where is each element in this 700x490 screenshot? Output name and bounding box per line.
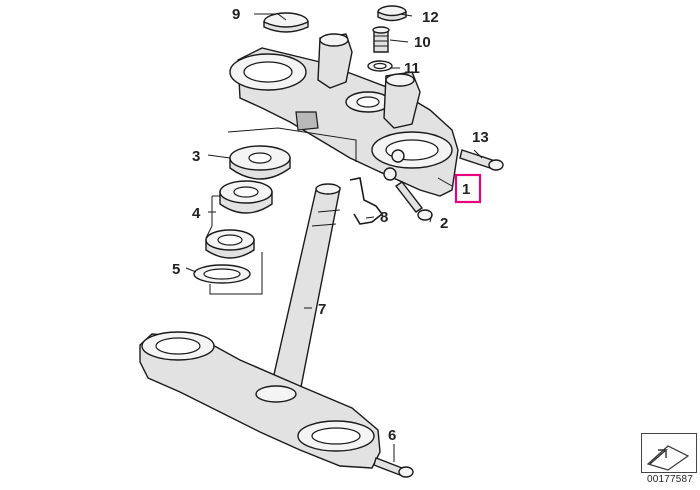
reference-thumbnail: [641, 433, 697, 473]
upper-fork-bridge: [229, 33, 459, 197]
bearing-part-3: [229, 145, 291, 180]
callout-2[interactable]: 2: [440, 215, 448, 232]
callout-13[interactable]: 13: [472, 129, 489, 146]
callout-1[interactable]: 1: [462, 181, 470, 198]
steering-stem-part-7: [269, 183, 341, 393]
callout-4[interactable]: 4: [192, 205, 201, 222]
callout-8[interactable]: 8: [380, 209, 388, 226]
bolt-part-10: [372, 26, 390, 53]
callout-9[interactable]: 9: [232, 6, 240, 23]
washer-part-11: [367, 60, 393, 72]
lower-fork-bridge: [139, 331, 381, 469]
highlight-box-callout-1: [454, 173, 482, 204]
bolt-part-13: [459, 149, 504, 171]
seal-part-5: [193, 264, 251, 284]
screw-part-2: [394, 181, 433, 221]
reference-number: 00177587: [646, 474, 694, 485]
callout-6[interactable]: 6: [388, 427, 396, 444]
clip-part-8: [349, 177, 384, 225]
arrow-pointer-icon: [646, 445, 690, 471]
callout-11[interactable]: 11: [404, 60, 420, 77]
bearing-part-4b: [205, 229, 255, 259]
callout-10[interactable]: 10: [414, 34, 431, 51]
bearing-part-4a: [219, 180, 273, 214]
bolt-part-6: [373, 457, 414, 478]
callout-5[interactable]: 5: [172, 261, 180, 278]
callout-7[interactable]: 7: [318, 301, 326, 318]
cap-part-12: [377, 5, 407, 22]
callout-3[interactable]: 3: [192, 148, 200, 165]
plug-part-9: [263, 12, 309, 33]
callout-12[interactable]: 12: [422, 9, 439, 26]
